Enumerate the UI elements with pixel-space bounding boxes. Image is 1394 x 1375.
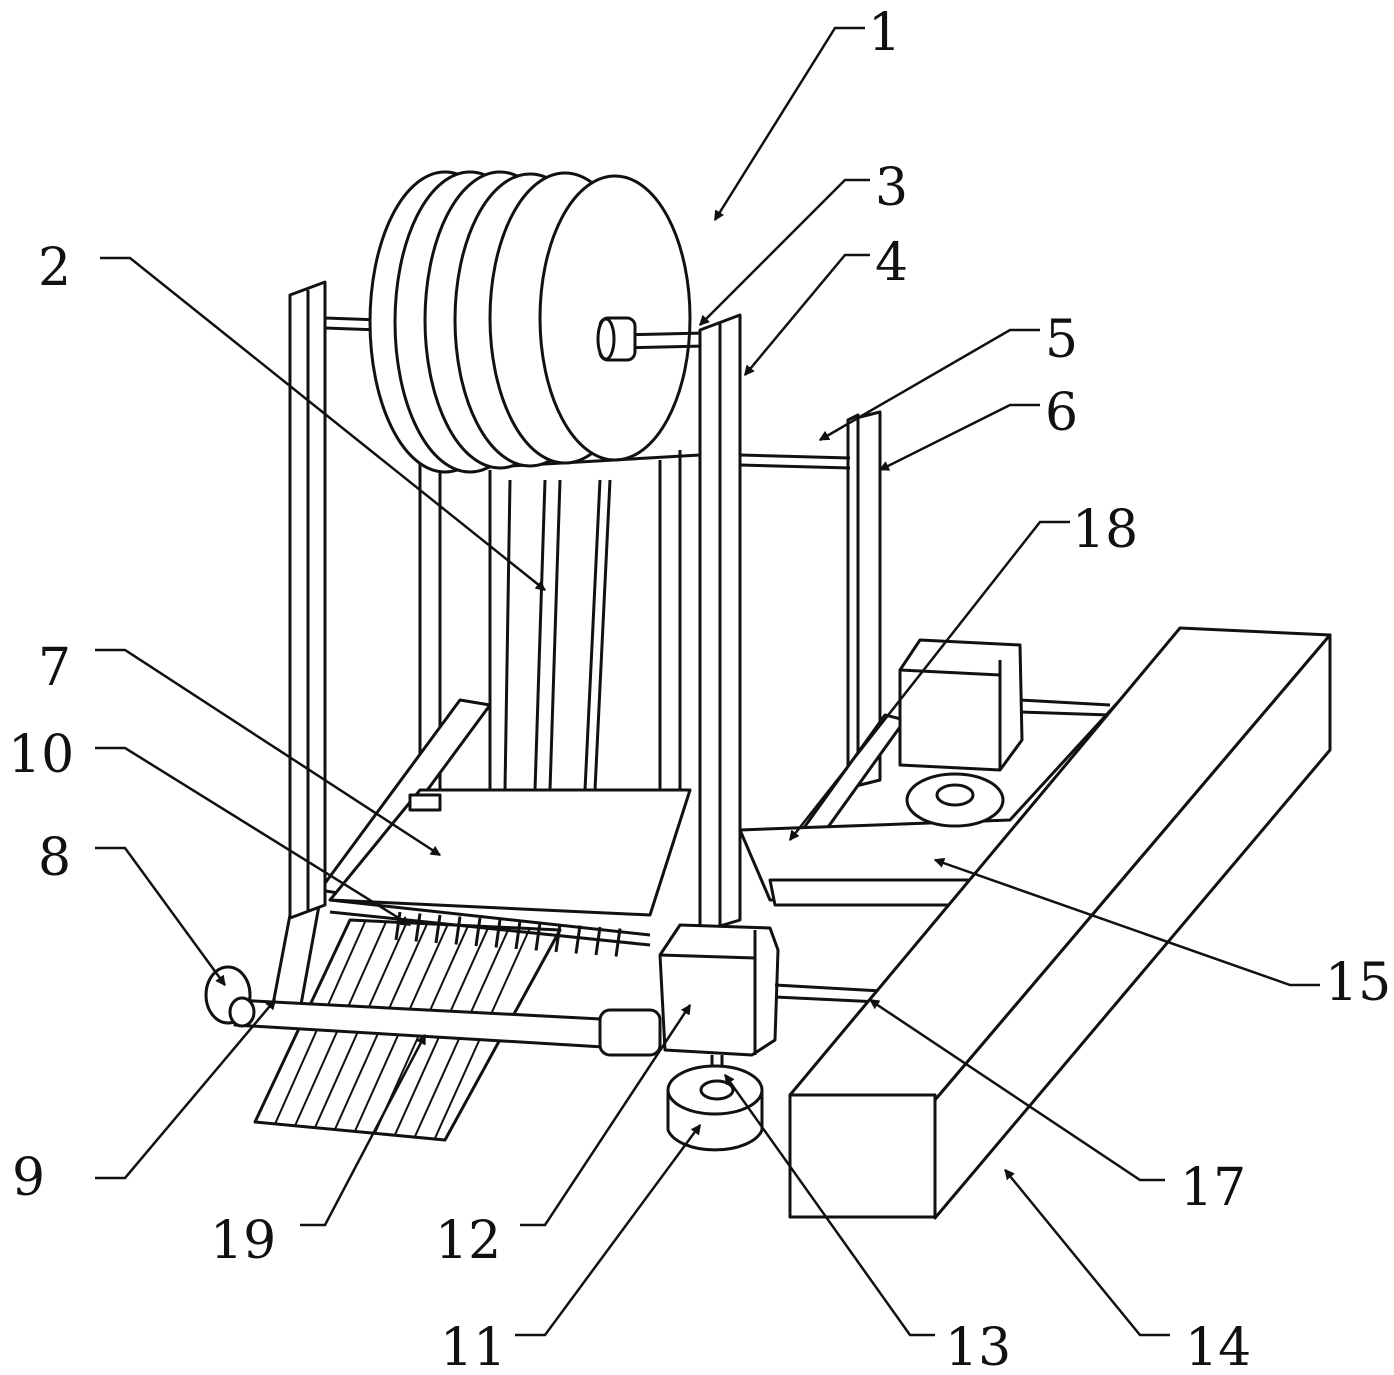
label-18: 18	[1072, 500, 1138, 560]
comb-tooth	[576, 926, 580, 954]
label-2: 2	[38, 238, 71, 298]
label-11: 11	[440, 1318, 506, 1375]
label-3: 3	[875, 158, 908, 218]
label-1: 1	[868, 3, 901, 63]
comb-tooth	[596, 927, 600, 955]
label-12: 12	[435, 1211, 501, 1271]
label-5: 5	[1045, 310, 1078, 370]
label-10: 10	[8, 725, 74, 785]
reel	[325, 172, 705, 472]
label-7: 7	[38, 638, 71, 698]
label-9: 9	[12, 1148, 45, 1208]
label-15: 15	[1325, 953, 1391, 1013]
hanging-strips	[440, 450, 700, 790]
label-13: 13	[945, 1318, 1011, 1375]
label-8: 8	[38, 828, 71, 888]
label-14: 14	[1185, 1318, 1251, 1375]
label-6: 6	[1045, 383, 1078, 443]
label-17: 17	[1180, 1158, 1246, 1218]
comb-tooth	[556, 924, 560, 952]
label-19: 19	[210, 1211, 276, 1271]
label-4: 4	[875, 233, 908, 293]
